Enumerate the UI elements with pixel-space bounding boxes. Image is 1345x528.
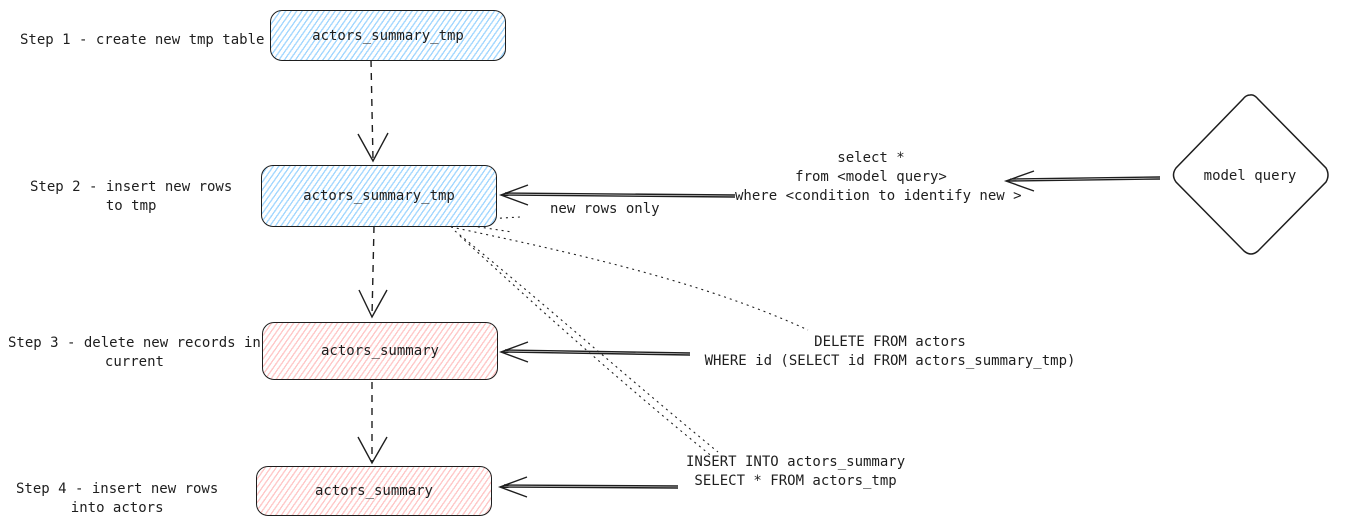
node-actors-summary-delete: actors_summary <box>262 322 498 380</box>
node-actors-summary-tmp-create: actors_summary_tmp <box>270 10 506 61</box>
flow-arrow-step2-step3 <box>358 225 388 319</box>
node-label: actors_summary_tmp <box>303 188 455 204</box>
dotted-connector-tmp-to-insert <box>454 230 719 459</box>
model-query-label: model query <box>1203 168 1297 184</box>
insert-query-annotation: INSERT INTO actors_summary SELECT * FROM… <box>686 454 906 489</box>
arrow-select-to-tmp <box>498 184 736 206</box>
step-2-label: Step 2 - insert new rows to tmp <box>30 179 233 214</box>
flow-arrow-step1-step2 <box>357 59 389 163</box>
node-actors-summary-tmp-insert: actors_summary_tmp <box>261 165 497 227</box>
dotted-connector-tmp-to-delete <box>450 216 809 331</box>
node-actors-summary-insert: actors_summary <box>256 466 492 516</box>
step-1-label: Step 1 - create new tmp table <box>20 32 265 48</box>
arrow-model-query-to-select <box>1003 170 1161 192</box>
select-query-annotation: select * from <model query> where <condi… <box>735 150 1022 204</box>
node-label: actors_summary <box>314 483 433 499</box>
node-label: actors_summary_tmp <box>312 27 464 44</box>
delete-query-annotation: DELETE FROM actors WHERE id (SELECT id F… <box>704 334 1076 369</box>
step-3-label: Step 3 - delete new records in current <box>8 335 261 370</box>
step-4-label: Step 4 - insert new rows into actors <box>16 481 219 516</box>
flow-arrow-step3-step4 <box>357 382 388 465</box>
arrow-insert-to-summary <box>497 476 679 498</box>
node-label: actors_summary <box>320 343 439 359</box>
arrow-delete-to-summary <box>498 341 691 363</box>
new-rows-only-annotation: new rows only <box>550 201 660 217</box>
model-query-diamond <box>1172 94 1329 255</box>
